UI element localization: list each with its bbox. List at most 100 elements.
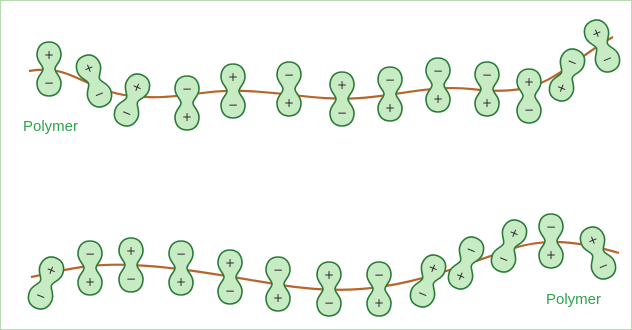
negative-charge-sign: − <box>524 103 534 117</box>
dipole-body <box>409 254 447 308</box>
dipole-body <box>217 249 243 305</box>
negative-charge-sign: − <box>385 73 395 87</box>
dipole-body <box>27 256 65 310</box>
negative-charge-sign: − <box>44 76 54 90</box>
positive-charge-sign: + <box>284 96 294 110</box>
dipole-body <box>516 68 542 124</box>
negative-charge-sign: − <box>337 106 347 120</box>
dipole-body <box>583 19 621 73</box>
negative-charge-sign: − <box>284 68 294 82</box>
negative-charge-sign: − <box>126 272 136 286</box>
positive-charge-sign: + <box>44 262 59 279</box>
negative-charge-sign: − <box>482 68 492 82</box>
top-polymer-label: Polymer <box>23 118 78 135</box>
dipole-body <box>425 57 451 113</box>
dipole-body <box>377 66 403 122</box>
dipole-body <box>118 237 144 293</box>
positive-charge-sign: + <box>81 60 96 77</box>
positive-charge-sign: + <box>589 25 604 42</box>
positive-charge-sign: + <box>176 275 186 289</box>
negative-charge-sign: − <box>415 286 430 303</box>
positive-charge-sign: + <box>524 75 534 89</box>
positive-charge-sign: + <box>554 80 569 97</box>
dipole-molecule: +− <box>583 19 621 73</box>
dipole-molecule: +− <box>113 73 151 127</box>
positive-charge-sign: + <box>433 92 443 106</box>
dipole-molecule: +− <box>217 249 243 305</box>
dipole-molecule: +− <box>409 254 447 308</box>
dipole-body <box>474 61 500 117</box>
positive-charge-sign: + <box>426 260 441 277</box>
positive-charge-sign: + <box>273 291 283 305</box>
negative-charge-sign: − <box>228 98 238 112</box>
dipole-body <box>265 256 291 312</box>
negative-charge-sign: − <box>225 284 235 298</box>
dipole-molecule: −+ <box>447 236 485 290</box>
positive-charge-sign: + <box>337 78 347 92</box>
dipole-body <box>548 48 586 102</box>
dipole-body <box>538 213 564 269</box>
negative-charge-sign: − <box>600 51 615 68</box>
dipole-molecule: −+ <box>77 240 103 296</box>
dipole-body <box>276 61 302 117</box>
negative-charge-sign: − <box>596 258 611 275</box>
dipole-molecule: +− <box>36 41 62 97</box>
dipole-molecule: −+ <box>377 66 403 122</box>
positive-charge-sign: + <box>85 275 95 289</box>
dipole-molecule: +− <box>329 71 355 127</box>
positive-charge-sign: + <box>182 110 192 124</box>
dipole-body <box>36 41 62 97</box>
positive-charge-sign: + <box>453 268 468 285</box>
negative-charge-sign: − <box>119 105 134 122</box>
dipole-body <box>77 240 103 296</box>
negative-charge-sign: − <box>273 263 283 277</box>
positive-charge-sign: + <box>546 248 556 262</box>
dipole-molecule: −+ <box>548 48 586 102</box>
bottom-polymer-label: Polymer <box>546 291 601 308</box>
dipole-molecule: +− <box>579 226 617 280</box>
dipole-body <box>366 261 392 317</box>
dipole-molecule: +− <box>118 237 144 293</box>
positive-charge-sign: + <box>130 79 145 96</box>
positive-charge-sign: + <box>585 232 600 249</box>
dipole-molecule: −+ <box>538 213 564 269</box>
dipole-molecule: −+ <box>174 75 200 131</box>
positive-charge-sign: + <box>225 256 235 270</box>
dipole-body <box>168 240 194 296</box>
dipole-molecule: +− <box>490 219 528 273</box>
dipole-body <box>220 63 246 119</box>
dipole-body <box>316 261 342 317</box>
positive-charge-sign: + <box>385 101 395 115</box>
dipole-molecule: +− <box>75 54 113 108</box>
negative-charge-sign: − <box>565 54 580 71</box>
dipole-molecule: +− <box>220 63 246 119</box>
dipole-molecule: −+ <box>276 61 302 117</box>
positive-charge-sign: + <box>44 48 54 62</box>
dipole-body <box>579 226 617 280</box>
dipole-body <box>329 71 355 127</box>
top-dipole-row: +−+−+−−++−−++−−+−+−++−−++− <box>36 19 621 131</box>
dipole-molecule: −+ <box>265 256 291 312</box>
negative-charge-sign: − <box>496 251 511 268</box>
positive-charge-sign: + <box>507 225 522 242</box>
dipole-molecule: −+ <box>425 57 451 113</box>
negative-charge-sign: − <box>85 247 95 261</box>
negative-charge-sign: − <box>433 64 443 78</box>
negative-charge-sign: − <box>546 220 556 234</box>
negative-charge-sign: − <box>33 288 48 305</box>
positive-charge-sign: + <box>324 268 334 282</box>
bottom-dipole-row: +−−++−−++−−++−−++−−++−−++− <box>27 213 617 317</box>
negative-charge-sign: − <box>464 242 479 259</box>
positive-charge-sign: + <box>228 70 238 84</box>
positive-charge-sign: + <box>482 96 492 110</box>
positive-charge-sign: + <box>126 244 136 258</box>
negative-charge-sign: − <box>374 268 384 282</box>
dipole-body <box>75 54 113 108</box>
dipole-body <box>447 236 485 290</box>
dipole-molecule: −+ <box>366 261 392 317</box>
dipole-molecule: +− <box>516 68 542 124</box>
negative-charge-sign: − <box>182 82 192 96</box>
negative-charge-sign: − <box>92 86 107 103</box>
dipole-molecule: +− <box>27 256 65 310</box>
